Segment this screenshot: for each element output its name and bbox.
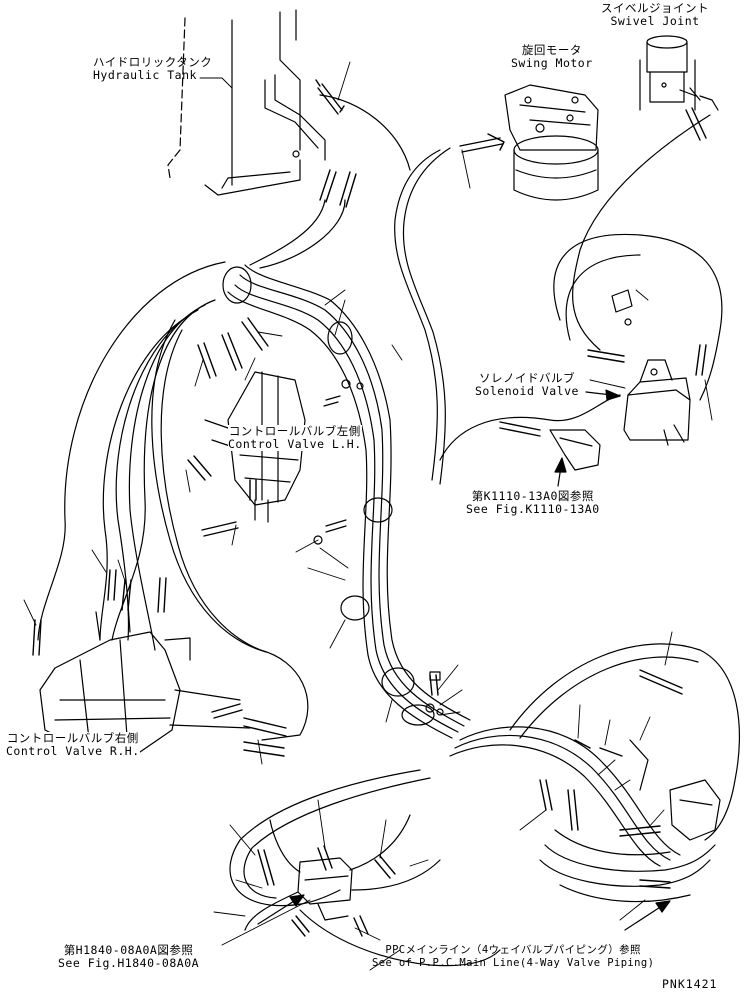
hose-fittings — [32, 79, 707, 937]
label-ref-k1110-jp: 第K1110-13A0図参照 — [471, 489, 594, 503]
label-ref-h1840: 第H1840-08A0A図参照 See Fig.H1840-08A0A — [58, 944, 199, 970]
solenoid-valve-shape — [611, 289, 691, 446]
hose-clamps — [222, 266, 435, 726]
label-hydraulic-tank-jp: ハイドロリックタンク — [93, 55, 213, 69]
label-swivel-joint-en: Swivel Joint — [610, 14, 700, 28]
swing-motor-shape — [504, 84, 599, 201]
label-swing-motor: 旋回モータ Swing Motor — [511, 44, 593, 70]
label-ref-ppc: PPCメインライン（4ウェイバルブパイピング）参照 See of P.P.C.M… — [372, 944, 654, 970]
label-solenoid-valve: ソレノイドバルブ Solenoid Valve — [475, 372, 579, 398]
label-swivel-joint: スイベルジョイント Swivel Joint — [601, 2, 709, 28]
label-hydraulic-tank: ハイドロリックタンク Hydraulic Tank — [93, 56, 212, 82]
label-control-valve-rh-en: Control Valve R.H. — [6, 744, 140, 758]
label-solenoid-valve-jp: ソレノイドバルブ — [478, 371, 575, 385]
control-valve-rh-shape — [39, 603, 251, 753]
label-ref-h1840-jp: 第H1840-08A0A図参照 — [63, 943, 194, 957]
swivel-joint-shape — [639, 35, 719, 111]
leader-lines — [23, 61, 713, 971]
label-control-valve-lh: コントロールバルブ左側 Control Valve L.H. — [228, 425, 362, 451]
drawing-code: PNK1421 — [662, 977, 718, 991]
label-ref-h1840-en: See Fig.H1840-08A0A — [58, 956, 200, 970]
ppc-valve-shape — [629, 739, 721, 841]
label-hydraulic-tank-en: Hydraulic Tank — [93, 68, 197, 82]
label-ref-ppc-en: See of P.P.C.Main Line(4-Way Valve Pipin… — [372, 957, 655, 969]
label-swivel-joint-jp: スイベルジョイント — [601, 1, 709, 15]
hose-bundles — [37, 74, 740, 967]
label-control-valve-lh-jp: コントロールバルブ左側 — [228, 424, 361, 438]
label-ref-k1110: 第K1110-13A0図参照 See Fig.K1110-13A0 — [466, 490, 600, 516]
solenoid-fitting-shape — [549, 429, 601, 471]
label-control-valve-rh: コントロールバルブ右側 Control Valve R.H. — [6, 732, 140, 758]
label-control-valve-lh-en: Control Valve L.H. — [228, 437, 362, 451]
bolts-washers — [313, 379, 444, 716]
label-ref-ppc-jp: PPCメインライン（4ウェイバルブパイピング）参照 — [385, 944, 641, 956]
label-solenoid-valve-en: Solenoid Valve — [475, 384, 579, 398]
label-swing-motor-jp: 旋回モータ — [521, 43, 582, 57]
label-swing-motor-en: Swing Motor — [511, 56, 593, 70]
label-ref-k1110-en: See Fig.K1110-13A0 — [466, 502, 600, 516]
label-control-valve-rh-jp: コントロールバルブ右側 — [6, 731, 139, 745]
reference-arrows — [257, 389, 671, 931]
